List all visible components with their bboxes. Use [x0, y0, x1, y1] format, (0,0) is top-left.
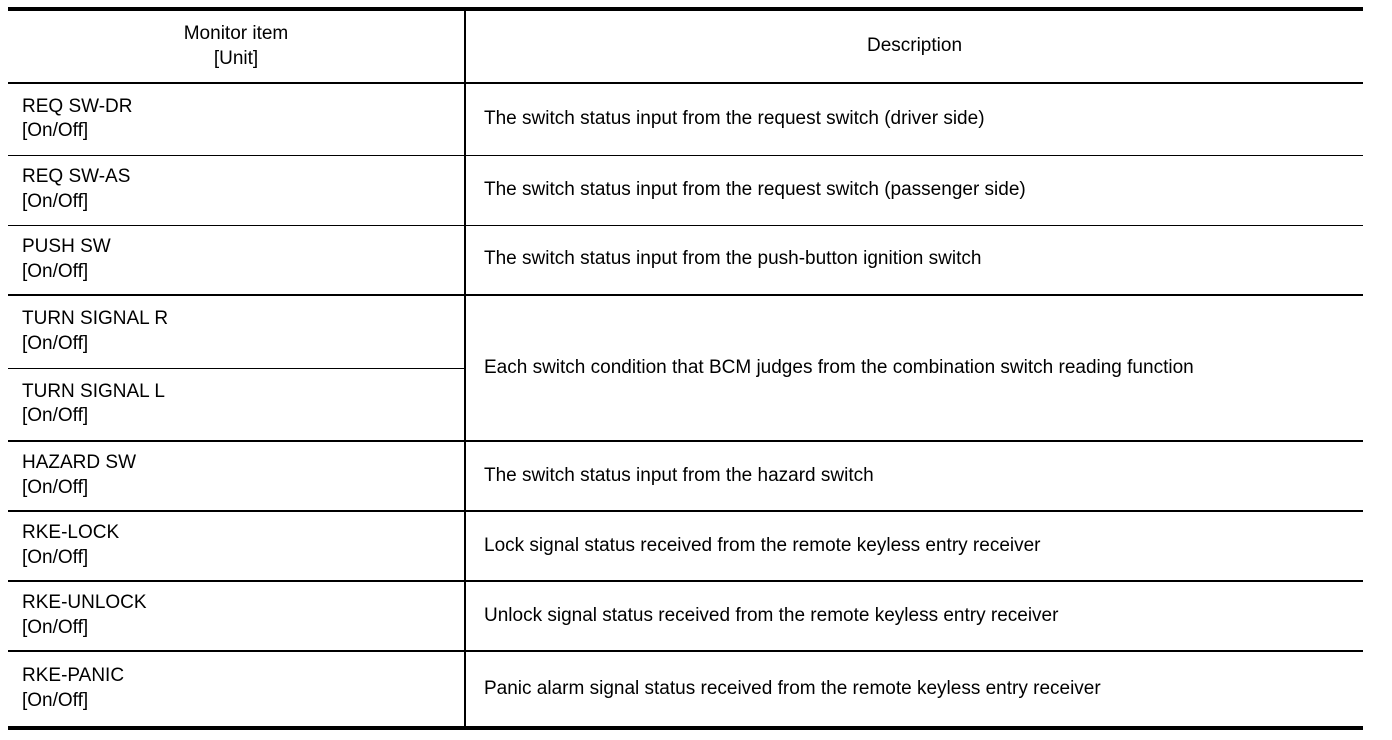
table-row: RKE-LOCK [On/Off] Lock signal status rec…: [8, 511, 1363, 582]
column-header-monitor-item-line2: [Unit]: [213, 47, 259, 69]
monitor-item-name: TURN SIGNAL R: [22, 308, 169, 330]
description-text: Panic alarm signal status received from …: [484, 677, 1101, 699]
monitor-item-unit: [On/Off]: [22, 260, 89, 282]
monitor-item-cell: REQ SW-DR [On/Off]: [8, 83, 466, 156]
column-header-monitor-item: Monitor item [Unit]: [8, 9, 466, 84]
table-header: Monitor item [Unit] Description: [8, 9, 1363, 84]
description-cell: The switch status input from the request…: [465, 83, 1363, 156]
monitor-item-cell: RKE-LOCK [On/Off]: [8, 511, 466, 582]
monitor-item-cell: HAZARD SW [On/Off]: [8, 441, 466, 512]
table-row: HAZARD SW [On/Off] The switch status inp…: [8, 441, 1363, 512]
description-text: The switch status input from the request…: [484, 178, 1026, 200]
description-text: Unlock signal status received from the r…: [484, 604, 1059, 626]
table-row: TURN SIGNAL L [On/Off]: [8, 368, 1363, 442]
table-row: PUSH SW [On/Off] The switch status input…: [8, 225, 1363, 296]
monitor-item-cell: REQ SW-AS [On/Off]: [8, 155, 466, 226]
monitor-item-unit: [On/Off]: [22, 617, 89, 638]
monitor-item-name: HAZARD SW: [22, 452, 136, 474]
description-cell: The switch status input from the hazard …: [465, 441, 1363, 512]
monitor-item-table-container: Monitor item [Unit] Description REQ SW-D…: [8, 7, 1363, 730]
monitor-item-cell: TURN SIGNAL L [On/Off]: [8, 368, 466, 442]
monitor-item-unit: [On/Off]: [22, 332, 89, 354]
monitor-item-name: REQ SW-AS: [22, 166, 131, 188]
description-cell: Each switch condition that BCM judges fr…: [465, 295, 1363, 442]
monitor-item-name: REQ SW-DR: [22, 95, 133, 117]
description-text: Lock signal status received from the rem…: [484, 534, 1041, 556]
monitor-item-unit: [On/Off]: [22, 690, 89, 711]
column-header-description: Description: [465, 9, 1363, 84]
table-row: REQ SW-DR [On/Off] The switch status inp…: [8, 83, 1363, 156]
monitor-item-unit: [On/Off]: [22, 405, 89, 427]
monitor-item-name: TURN SIGNAL L: [22, 380, 165, 402]
monitor-item-unit: [On/Off]: [22, 120, 89, 142]
description-cell: Unlock signal status received from the r…: [465, 581, 1363, 652]
monitor-item-name: RKE-LOCK: [22, 522, 120, 544]
monitor-item-unit: [On/Off]: [22, 477, 89, 498]
monitor-item-cell: TURN SIGNAL R [On/Off]: [8, 295, 466, 369]
description-cell: Lock signal status received from the rem…: [465, 511, 1363, 582]
table-header-row: Monitor item [Unit] Description: [8, 9, 1363, 84]
table-body: REQ SW-DR [On/Off] The switch status inp…: [8, 83, 1363, 728]
description-text: The switch status input from the hazard …: [484, 464, 874, 486]
description-text: The switch status input from the push-bu…: [484, 248, 982, 270]
monitor-item-name: PUSH SW: [22, 236, 111, 258]
table-row: TURN SIGNAL R [On/Off] Each switch condi…: [8, 295, 1363, 442]
monitor-item-name: RKE-UNLOCK: [22, 592, 147, 614]
description-cell: The switch status input from the push-bu…: [465, 225, 1363, 296]
description-cell: The switch status input from the request…: [465, 155, 1363, 226]
column-header-monitor-item-line1: Monitor item: [183, 23, 289, 45]
monitor-item-cell: PUSH SW [On/Off]: [8, 225, 466, 296]
monitor-item-table: Monitor item [Unit] Description REQ SW-D…: [8, 7, 1363, 730]
table-row: RKE-UNLOCK [On/Off] Unlock signal status…: [8, 581, 1363, 652]
table-row: REQ SW-AS [On/Off] The switch status inp…: [8, 155, 1363, 226]
description-text: Each switch condition that BCM judges fr…: [484, 356, 1194, 378]
monitor-item-cell: RKE-PANIC [On/Off]: [8, 651, 466, 728]
description-text: The switch status input from the request…: [484, 107, 985, 129]
monitor-item-name: RKE-PANIC: [22, 665, 125, 687]
monitor-item-unit: [On/Off]: [22, 547, 89, 568]
monitor-item-unit: [On/Off]: [22, 191, 89, 212]
table-row: RKE-PANIC [On/Off] Panic alarm signal st…: [8, 651, 1363, 728]
description-cell: Panic alarm signal status received from …: [465, 651, 1363, 728]
monitor-item-cell: RKE-UNLOCK [On/Off]: [8, 581, 466, 652]
